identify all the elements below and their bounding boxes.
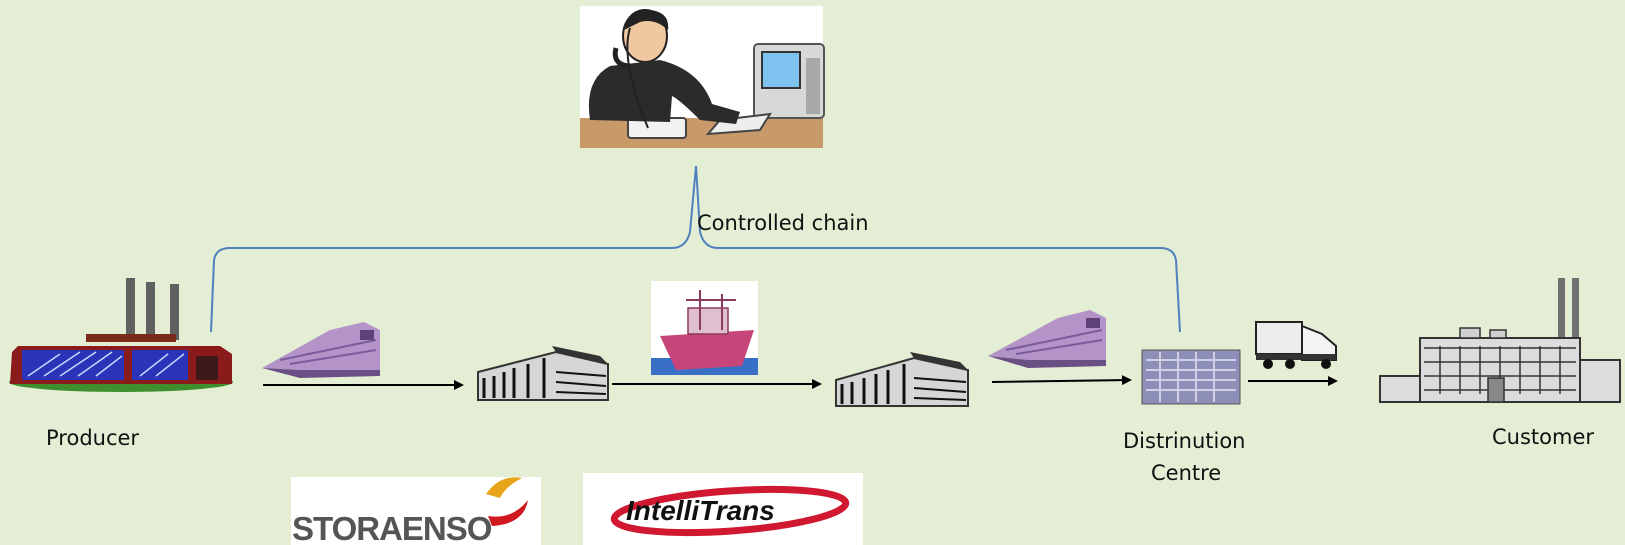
storaenso-logo: STORAENSO — [291, 477, 541, 545]
customer-label: Customer — [1492, 425, 1595, 449]
storaenso-logo-text: STORAENSO — [292, 510, 492, 545]
train-icon — [262, 322, 380, 378]
distribution-centre-icon — [1141, 349, 1241, 405]
ship-icon — [651, 281, 758, 375]
warehouse-icon — [477, 346, 609, 401]
truck-icon — [1255, 321, 1337, 369]
distribution-centre-label-line2: Centre — [1151, 461, 1222, 485]
warehouse-icon — [835, 352, 969, 407]
controlled-chain-bracket — [210, 165, 1181, 333]
customer-building-icon — [1379, 278, 1621, 403]
train-icon — [988, 310, 1106, 368]
intelltrans-logo-text: IntelliTrans — [626, 495, 775, 526]
operator-at-computer-icon — [580, 6, 825, 148]
controlled-chain-label: Controlled chain — [697, 211, 869, 235]
producer-label: Producer — [46, 426, 140, 450]
arrow-warehouse-to-distribution-centre — [991, 375, 1132, 386]
intelltrans-logo: IntelliTrans — [583, 473, 863, 545]
distribution-centre-label-line1: Distrinution — [1123, 429, 1246, 453]
factory-icon — [9, 278, 233, 392]
